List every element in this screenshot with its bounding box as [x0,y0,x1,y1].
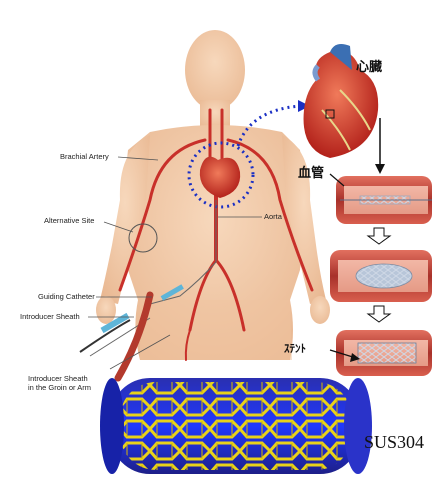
vessel-panel-2 [330,250,432,302]
label-stent-jp: ｽﾃﾝﾄ [284,340,306,356]
vessel-panel-1 [336,176,432,224]
body-silhouette [96,30,330,360]
label-vessel-jp: 血管 [298,162,324,181]
stent-3d-model [100,378,372,474]
down-arrow-2 [368,306,390,322]
label-introducer-sheath-groin-2: in the Groin or Arm [28,383,91,392]
label-material: SUS304 [364,432,424,453]
label-brachial-artery: Brachial Artery [60,152,109,161]
label-guiding-catheter: Guiding Catheter [38,292,95,301]
label-aorta: Aorta [264,212,282,221]
label-introducer-sheath-groin-1: Introducer Sheath [28,374,88,383]
label-alternative-site: Alternative Site [44,216,94,225]
label-introducer-sheath: Introducer Sheath [20,312,80,321]
vessel-panel-3 [336,330,432,376]
down-arrow-1 [368,228,390,244]
label-heart-jp: 心臓 [356,56,382,75]
